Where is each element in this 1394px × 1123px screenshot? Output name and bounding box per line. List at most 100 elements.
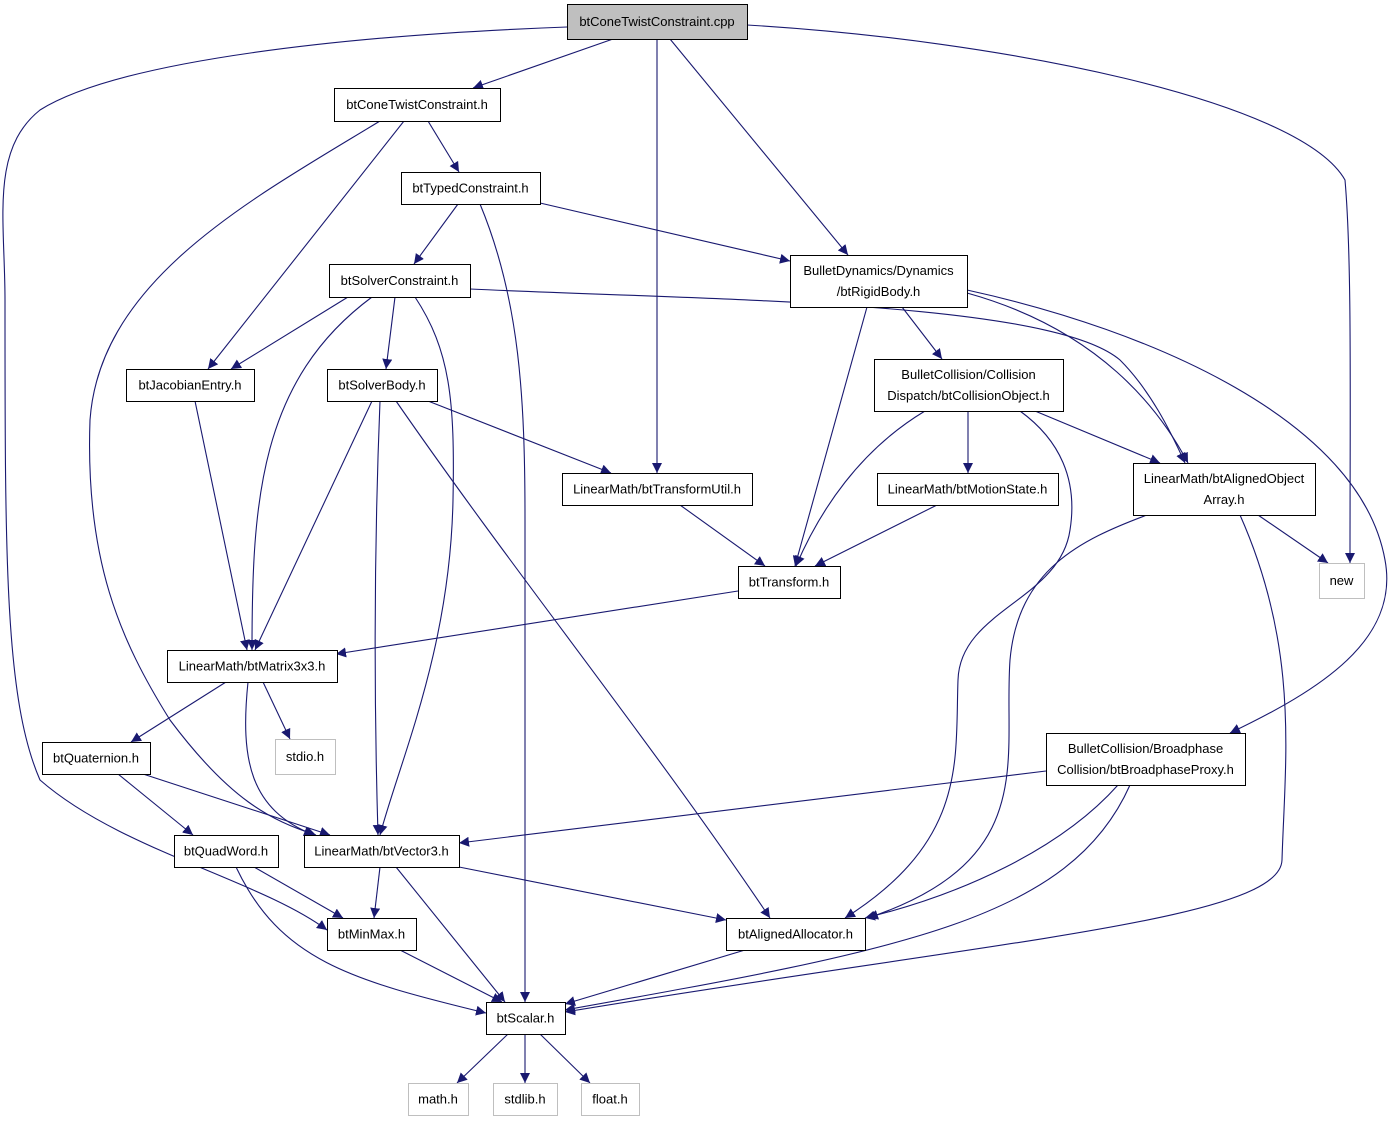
- edge-n15-n17: [117, 773, 194, 836]
- edge-n13-n15: [130, 681, 227, 743]
- node-label: LinearMath/btTransformUtil.h: [573, 482, 741, 497]
- edge-n3-n5: [230, 296, 349, 370]
- edge-n20-n21: [564, 949, 746, 1006]
- node-label: Dispatch/btCollisionObject.h: [887, 388, 1050, 403]
- node-label: new: [1330, 573, 1354, 588]
- edge-n10-n20: [867, 514, 1148, 920]
- node-box: [42, 742, 151, 775]
- edge-n19-n21: [399, 949, 503, 1003]
- edge-n7-n11: [795, 410, 926, 567]
- node-n12[interactable]: new: [1319, 563, 1365, 599]
- node-box: [790, 255, 968, 308]
- edge-n2-n4: [539, 202, 791, 264]
- node-n13[interactable]: LinearMath/btMatrix3x3.h: [167, 650, 338, 683]
- edge-n5-n13: [194, 400, 250, 651]
- node-label: btTransform.h: [749, 575, 829, 590]
- node-n8[interactable]: LinearMath/btTransformUtil.h: [562, 473, 753, 506]
- node-box: [493, 1083, 558, 1116]
- edge-n7-n10: [1034, 410, 1161, 464]
- edge-n15-n18: [142, 773, 331, 837]
- node-box: [304, 835, 460, 868]
- edge-n0-n12: [746, 24, 1356, 564]
- node-n3[interactable]: btSolverConstraint.h: [329, 264, 471, 298]
- node-box: [567, 4, 748, 40]
- node-label: BulletCollision/Broadphase: [1068, 741, 1223, 756]
- node-box: [562, 473, 753, 506]
- edge-n14-n18: [458, 770, 1047, 847]
- node-n7[interactable]: BulletCollision/CollisionDispatch/btColl…: [874, 359, 1064, 412]
- node-n1[interactable]: btConeTwistConstraint.h: [334, 88, 501, 122]
- edge-n4-n14: [966, 289, 1388, 734]
- node-n0[interactable]: btConeTwistConstraint.cpp: [567, 4, 748, 40]
- node-n2[interactable]: btTypedConstraint.h: [401, 172, 541, 205]
- node-box: [126, 369, 255, 402]
- node-label: btSolverBody.h: [338, 378, 425, 393]
- node-n18[interactable]: LinearMath/btVector3.h: [304, 835, 460, 868]
- node-box: [167, 650, 338, 683]
- node-box: [726, 918, 866, 951]
- node-box: [1046, 733, 1246, 786]
- node-n16[interactable]: stdio.h: [275, 739, 336, 775]
- node-n15[interactable]: btQuaternion.h: [42, 742, 151, 775]
- node-n6[interactable]: btSolverBody.h: [327, 369, 438, 402]
- edge-n1-n2: [427, 120, 460, 173]
- edge-n2-n3: [413, 203, 459, 265]
- node-label: stdio.h: [286, 749, 324, 764]
- node-label: /btRigidBody.h: [837, 284, 921, 299]
- edge-n3-n6: [382, 296, 396, 370]
- node-box: [486, 1002, 566, 1035]
- node-label: stdlib.h: [504, 1092, 545, 1107]
- node-label: btTypedConstraint.h: [412, 181, 528, 196]
- node-label: BulletDynamics/Dynamics: [803, 263, 954, 278]
- edge-n8-n11: [679, 504, 766, 567]
- node-n14[interactable]: BulletCollision/BroadphaseCollision/btBr…: [1046, 733, 1246, 786]
- edge-n18-n20: [458, 866, 727, 923]
- node-label: btConeTwistConstraint.h: [346, 97, 488, 112]
- node-n17[interactable]: btQuadWord.h: [174, 835, 279, 868]
- node-box: [327, 369, 438, 402]
- node-box: [581, 1083, 640, 1116]
- node-label: btQuadWord.h: [184, 844, 268, 859]
- edge-n17-n21: [235, 866, 487, 1016]
- edge-n14-n21: [564, 784, 1131, 1014]
- node-n21[interactable]: btScalar.h: [486, 1002, 566, 1035]
- edge-n13-n16: [262, 681, 291, 740]
- node-box: [275, 739, 336, 775]
- node-n4[interactable]: BulletDynamics/Dynamics/btRigidBody.h: [790, 255, 968, 308]
- edge-n9-n11: [814, 504, 938, 567]
- edge-n0-n19: [2, 26, 568, 931]
- node-label: btAlignedAllocator.h: [738, 927, 853, 942]
- edge-n14-n20: [864, 784, 1119, 921]
- node-label: btMinMax.h: [338, 927, 405, 942]
- node-label: btQuaternion.h: [53, 751, 139, 766]
- node-label: float.h: [592, 1092, 627, 1107]
- node-n24[interactable]: float.h: [581, 1083, 640, 1116]
- node-n11[interactable]: btTransform.h: [738, 566, 841, 599]
- edge-n21-n24: [539, 1033, 591, 1084]
- node-label: Collision/btBroadphaseProxy.h: [1057, 762, 1234, 777]
- node-n19[interactable]: btMinMax.h: [327, 918, 417, 951]
- node-box: [327, 918, 417, 951]
- node-n22[interactable]: math.h: [408, 1083, 469, 1116]
- node-box: [401, 172, 541, 205]
- node-box: [174, 835, 279, 868]
- edge-n18-n19: [370, 866, 381, 919]
- edge-n1-n5: [207, 120, 405, 370]
- node-n20[interactable]: btAlignedAllocator.h: [726, 918, 866, 951]
- node-label: btScalar.h: [497, 1011, 555, 1026]
- edge-n4-n11: [792, 306, 868, 567]
- edge-n10-n21: [564, 514, 1287, 1016]
- node-label: LinearMath/btVector3.h: [314, 844, 448, 859]
- edge-n7-n20: [844, 410, 1073, 919]
- node-n5[interactable]: btJacobianEntry.h: [126, 369, 255, 402]
- node-label: btJacobianEntry.h: [138, 378, 241, 393]
- node-box: [1133, 463, 1316, 516]
- node-label: LinearMath/btMotionState.h: [888, 482, 1048, 497]
- node-n9[interactable]: LinearMath/btMotionState.h: [877, 473, 1059, 506]
- edge-n6-n8: [427, 400, 612, 474]
- edges-layer: [2, 24, 1388, 1084]
- edge-n2-n21: [479, 203, 530, 1002]
- node-n23[interactable]: stdlib.h: [493, 1083, 558, 1116]
- node-label: btSolverConstraint.h: [341, 273, 459, 288]
